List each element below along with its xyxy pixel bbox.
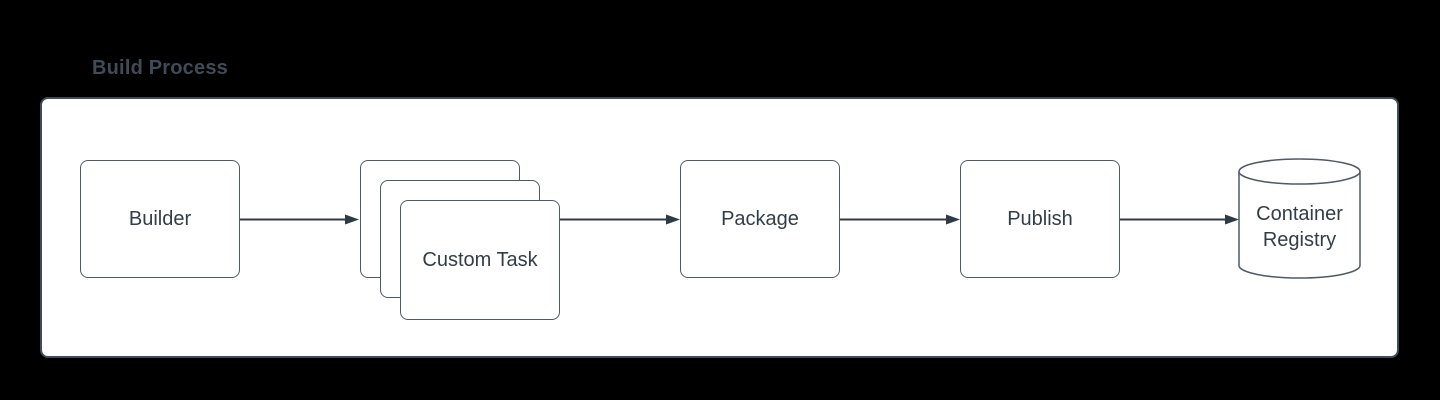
node-package: Package <box>680 160 840 278</box>
node-builder: Builder <box>80 160 240 278</box>
cylinder-shape-container-registry <box>1238 158 1361 279</box>
arrow-builder-to-custom-task <box>240 214 359 225</box>
arrow-publish-to-container-registry <box>1120 214 1239 225</box>
diagram-canvas: Builder Custom Task Custom Task Custom T… <box>40 97 1399 358</box>
arrow-custom-task-to-package <box>560 214 680 225</box>
diagram-title: Build Process <box>92 57 228 79</box>
node-custom-task-front: Custom Task <box>400 200 560 320</box>
node-publish-label: Publish <box>1007 207 1073 230</box>
arrow-package-to-publish <box>840 214 960 225</box>
node-publish: Publish <box>960 160 1120 278</box>
node-package-label: Package <box>721 207 799 230</box>
connector-layer <box>240 158 1361 279</box>
node-builder-label: Builder <box>128 207 192 230</box>
node-custom-task-label: Custom Task <box>422 248 538 271</box>
node-container-registry: Container Registry <box>1239 159 1360 278</box>
node-container-registry-label: Container Registry <box>1256 202 1343 251</box>
